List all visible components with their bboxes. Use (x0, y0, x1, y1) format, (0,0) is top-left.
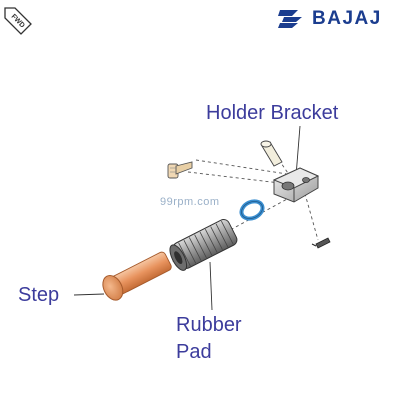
leader-lines (73, 125, 301, 311)
step-label: Step (18, 284, 60, 306)
step-part (102, 251, 172, 301)
rubber-pad-part (169, 219, 238, 271)
clip-part (311, 237, 331, 249)
holder-bracket-label: Holder Bracket (206, 102, 339, 124)
holder-bracket-part (272, 167, 320, 203)
washer-part (239, 199, 265, 221)
rubber-pad-label: Rubber Pad (176, 314, 242, 363)
pivot-pin-part (260, 140, 283, 167)
watermark: 99rpm.com (160, 196, 220, 208)
bajaj-hexagon-logo-icon (278, 10, 302, 28)
bajaj-brand: BAJAJ (276, 6, 382, 32)
forward-direction-arrow-icon: FWD (3, 6, 33, 36)
brand-wordmark: BAJAJ (312, 8, 382, 29)
bolt-part (167, 161, 193, 179)
